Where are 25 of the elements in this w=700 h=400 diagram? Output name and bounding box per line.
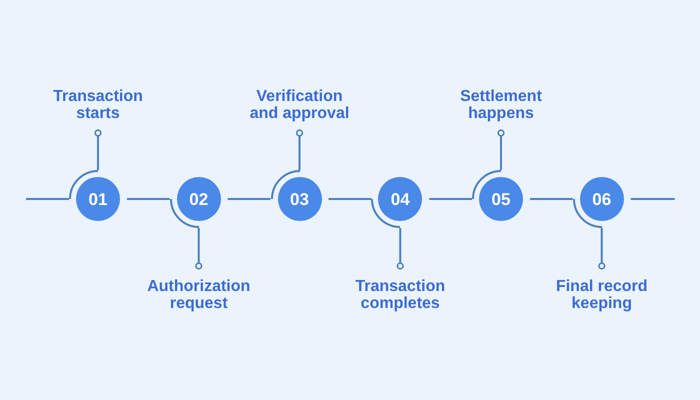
leader-line [497,129,505,170]
leader-line [195,228,202,270]
timeline-line [228,198,270,200]
leader-line [598,228,606,270]
step-number: 06 [592,190,612,210]
leader-line [296,129,304,170]
timeline-line [429,198,472,200]
timeline-line [530,198,573,200]
timeline-line [630,198,675,200]
timeline-line [127,198,170,200]
step-number: 04 [390,190,410,210]
step-number: 01 [88,190,108,210]
step-number: 05 [492,190,510,210]
step-number: 02 [189,190,208,210]
timeline-line [328,198,372,200]
leader-line [396,228,404,270]
timeline-line [26,198,69,200]
step-number: 03 [290,190,309,210]
step-label: Transaction completes [354,278,446,312]
step-label: Transaction starts [52,88,144,122]
step-label: Verification and approval [248,88,350,122]
step-label: Authorization request [146,278,252,312]
step-label: Final record keeping [554,278,649,312]
leader-line [94,129,102,170]
step-label: Settlement happens [459,88,543,122]
